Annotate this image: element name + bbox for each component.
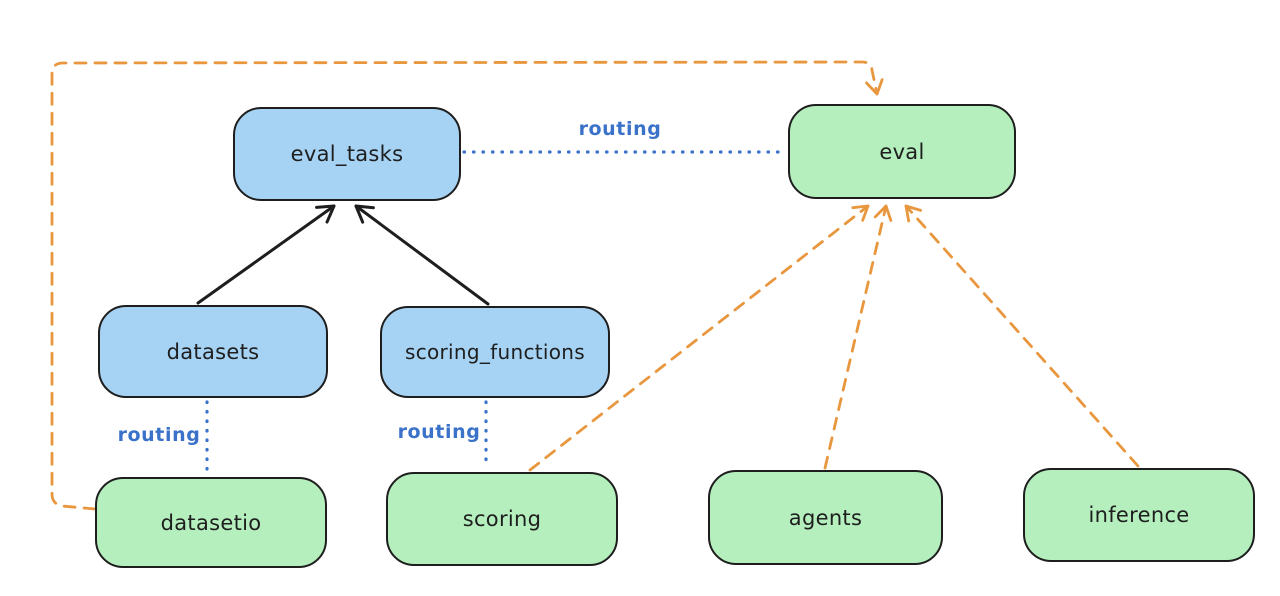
node-scoring: scoring xyxy=(386,472,618,566)
edge-label-routing-scoring: routing xyxy=(397,421,481,443)
edge-scoring-eval-arrow xyxy=(528,204,870,472)
edge-inference-eval-arrow xyxy=(904,204,1140,468)
node-agents: agents xyxy=(708,470,943,565)
node-datasets: datasets xyxy=(98,305,328,398)
edge-datasets-evaltasks-arrow xyxy=(196,204,336,305)
node-eval: eval xyxy=(788,104,1016,199)
node-datasetio: datasetio xyxy=(95,477,327,568)
node-scoring-functions: scoring_functions xyxy=(380,306,610,398)
edge-label-routing-top: routing xyxy=(578,118,662,140)
edge-agents-eval-arrow xyxy=(823,204,893,470)
node-eval-tasks: eval_tasks xyxy=(233,107,461,201)
edge-label-routing-datasetio: routing xyxy=(117,424,201,446)
edge-datasetio-eval-arrow xyxy=(50,60,884,511)
node-inference: inference xyxy=(1023,468,1255,562)
edge-scoringfunctions-evaltasks-arrow xyxy=(354,204,490,306)
